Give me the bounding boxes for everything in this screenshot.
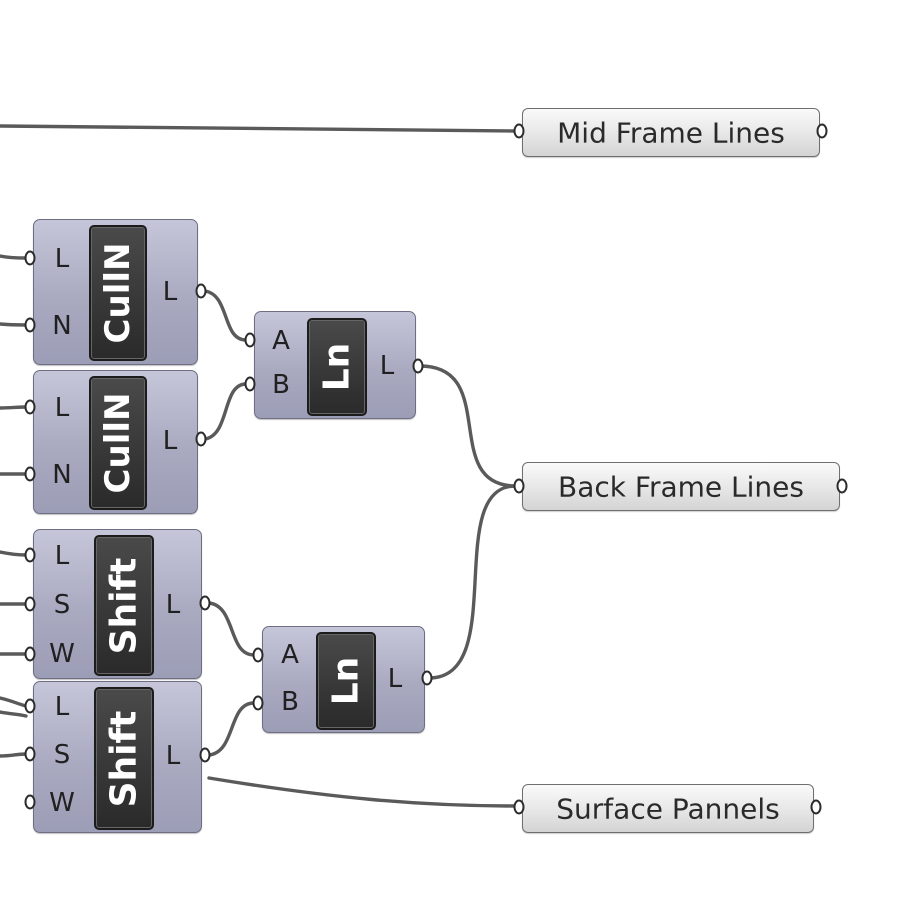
shift-1-input-s-label: S bbox=[53, 590, 71, 620]
culln-1-input-n-label: N bbox=[52, 311, 72, 341]
culln-1-output-l-grip[interactable] bbox=[195, 283, 207, 299]
shift-2-output-l-grip[interactable] bbox=[199, 747, 211, 763]
shift-2-input-s-label: S bbox=[53, 740, 71, 770]
culln-2-input-n-label: N bbox=[52, 460, 72, 490]
line-2-input-a-label: A bbox=[281, 640, 299, 670]
shift-2-input-s-grip[interactable] bbox=[24, 746, 36, 762]
culln-2-output-l-grip[interactable] bbox=[195, 431, 207, 447]
line-1-input-b-label: B bbox=[272, 370, 290, 400]
wire-shift1-to-line2-a[interactable] bbox=[207, 601, 256, 657]
line-component-1[interactable]: A B Ln L bbox=[254, 311, 416, 419]
wire-shift2-l-input-a[interactable] bbox=[0, 696, 28, 708]
line-1-output-l-grip[interactable] bbox=[412, 358, 424, 374]
shift-1-input-w-label: W bbox=[49, 639, 75, 669]
shift-1-input-l-grip[interactable] bbox=[24, 547, 36, 563]
culln-1-output-l-label: L bbox=[162, 277, 178, 307]
mid-frame-lines-input-grip[interactable] bbox=[513, 123, 525, 139]
line-2-input-a-grip[interactable] bbox=[252, 647, 264, 663]
line-2-output-l-label: L bbox=[387, 664, 403, 694]
wire-culln2-to-line1-b[interactable] bbox=[203, 382, 248, 441]
line-component-2[interactable]: A B Ln L bbox=[262, 626, 425, 733]
shift-1-input-s-grip[interactable] bbox=[24, 596, 36, 612]
shift-component-2[interactable]: L S W Shift L bbox=[33, 681, 202, 833]
line-1-name: Ln bbox=[307, 318, 367, 416]
surface-pannels-output-grip[interactable] bbox=[810, 799, 822, 815]
shift-2-output-l-label: L bbox=[165, 741, 181, 771]
shift-1-input-l-label: L bbox=[54, 541, 70, 571]
culln-1-input-l-label: L bbox=[54, 244, 70, 274]
wire-culln1-n-input[interactable] bbox=[0, 322, 28, 327]
culln-1-input-l-grip[interactable] bbox=[24, 250, 36, 266]
shift-2-input-w-label: W bbox=[49, 788, 75, 818]
culln-2-input-n-grip[interactable] bbox=[24, 466, 36, 482]
shift-2-input-l-label: L bbox=[54, 692, 70, 722]
culln-component-2[interactable]: L N CullN L bbox=[33, 370, 198, 514]
culln-2-input-l-label: L bbox=[54, 393, 70, 423]
culln-1-name: CullN bbox=[89, 225, 147, 361]
culln-2-name: CullN bbox=[89, 376, 147, 510]
shift-2-input-w-grip[interactable] bbox=[24, 794, 36, 810]
surface-pannels-input-grip[interactable] bbox=[513, 799, 525, 815]
wire-mid-frame-input[interactable] bbox=[0, 124, 517, 133]
wire-shift1-l-input[interactable] bbox=[0, 550, 28, 557]
wire-shift2-l-input-b[interactable] bbox=[0, 710, 28, 718]
surface-pannels-label: Surface Pannels bbox=[556, 792, 780, 825]
culln-2-input-l-grip[interactable] bbox=[24, 399, 36, 415]
shift-1-output-l-grip[interactable] bbox=[199, 595, 211, 611]
back-frame-lines-parameter[interactable]: Back Frame Lines bbox=[522, 462, 840, 511]
mid-frame-lines-parameter[interactable]: Mid Frame Lines bbox=[522, 108, 820, 157]
shift-2-input-l-grip[interactable] bbox=[24, 698, 36, 714]
wire-culln1-l-input[interactable] bbox=[0, 254, 28, 260]
surface-pannels-parameter[interactable]: Surface Pannels bbox=[522, 784, 814, 833]
culln-1-input-n-grip[interactable] bbox=[24, 317, 36, 333]
mid-frame-lines-label: Mid Frame Lines bbox=[557, 116, 785, 149]
line-2-input-b-label: B bbox=[281, 687, 299, 717]
shift-1-name: Shift bbox=[94, 535, 154, 676]
back-frame-lines-input-grip[interactable] bbox=[513, 478, 525, 494]
back-frame-lines-output-grip[interactable] bbox=[836, 478, 848, 494]
shift-1-input-w-grip[interactable] bbox=[24, 646, 36, 662]
wire-line1-to-back-frame[interactable] bbox=[418, 364, 517, 488]
shift-component-1[interactable]: L S W Shift L bbox=[33, 529, 202, 679]
shift-1-output-l-label: L bbox=[165, 590, 181, 620]
wire-culln2-l-input[interactable] bbox=[0, 405, 28, 410]
back-frame-lines-label: Back Frame Lines bbox=[558, 470, 804, 503]
wire-shift2-to-line2-b[interactable] bbox=[207, 701, 256, 757]
line-1-output-l-label: L bbox=[379, 351, 395, 381]
line-2-input-b-grip[interactable] bbox=[252, 695, 264, 711]
culln-component-1[interactable]: L N CullN L bbox=[33, 219, 198, 365]
wire-shift2-s-input[interactable] bbox=[0, 752, 28, 758]
shift-2-name: Shift bbox=[94, 687, 154, 830]
line-2-output-l-grip[interactable] bbox=[421, 670, 433, 686]
wire-line2-to-back-frame[interactable] bbox=[427, 484, 517, 680]
line-1-input-a-label: A bbox=[272, 326, 290, 356]
culln-2-output-l-label: L bbox=[162, 426, 178, 456]
wire-culln1-to-line1-a[interactable] bbox=[203, 289, 248, 342]
line-1-input-b-grip[interactable] bbox=[244, 376, 256, 392]
wire-shift2-to-surface[interactable] bbox=[207, 776, 517, 808]
line-1-input-a-grip[interactable] bbox=[244, 332, 256, 348]
line-2-name: Ln bbox=[316, 632, 376, 730]
mid-frame-lines-output-grip[interactable] bbox=[816, 123, 828, 139]
